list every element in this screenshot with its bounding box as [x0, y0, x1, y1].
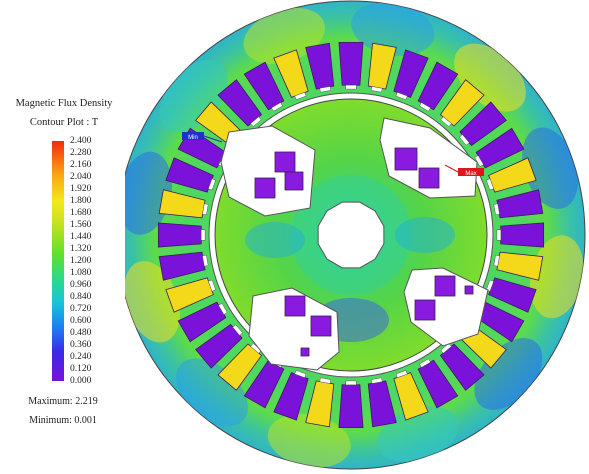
color-scale-tick: 2.280: [70, 148, 92, 158]
slot-opening: [474, 155, 484, 167]
slot-opening: [493, 203, 500, 216]
color-scale-tick: 0.960: [70, 280, 92, 290]
slot-opening: [370, 86, 383, 93]
color-scale-tick: 1.800: [70, 196, 92, 206]
rotor: [214, 98, 489, 372]
slot-opening: [370, 377, 383, 384]
slot-opening: [207, 279, 216, 292]
slot-opening: [486, 178, 495, 191]
permanent-magnet: [300, 347, 310, 357]
permanent-magnet: [434, 275, 456, 297]
rotor-pole-barrier: [379, 117, 478, 199]
slot-opening: [202, 254, 209, 267]
slot-opening: [419, 102, 431, 112]
color-scale-tick: 0.480: [70, 328, 92, 338]
permanent-magnet: [394, 147, 418, 171]
slot-opening: [218, 303, 228, 315]
stator-winding-block: [338, 384, 364, 429]
rotor-pole-barrier: [248, 287, 340, 371]
slot-opening: [232, 324, 243, 336]
flux-region: [125, 151, 172, 235]
slot-opening: [250, 343, 262, 354]
maximum-value: Maximum: 2.219: [28, 396, 98, 407]
slot-opening: [202, 203, 209, 216]
color-scale-tick: 0.000: [70, 376, 92, 386]
slot-opening: [319, 86, 332, 93]
flux-region: [243, 7, 325, 64]
slot-opening: [486, 279, 495, 292]
legend-title-line1: Magnetic Flux Density: [15, 98, 113, 109]
color-scale-tick: 1.080: [70, 268, 92, 278]
permanent-magnet: [418, 167, 440, 189]
flux-region: [377, 406, 459, 463]
flux-region: [522, 127, 579, 209]
slot-opening: [419, 358, 431, 368]
slot-opening: [440, 343, 452, 354]
color-scale-tick: 0.120: [70, 364, 92, 374]
minimum-value: Minimum: 0.001: [29, 415, 97, 426]
slot-opening: [440, 116, 452, 127]
color-scale-tick: 1.680: [70, 208, 92, 218]
flux-region: [125, 261, 180, 343]
color-scale-tick: 1.200: [70, 256, 92, 266]
flux-region: [530, 235, 584, 319]
slot-opening: [345, 380, 357, 386]
flux-region: [267, 414, 351, 468]
plot-statistics: Maximum: 2.219 Minimum: 0.001: [0, 392, 126, 430]
flux-region: [395, 217, 455, 253]
flux-region: [245, 222, 305, 258]
flux-density-plot: Min Max: [125, 0, 586, 470]
flux-region: [351, 2, 435, 56]
slot-opening: [271, 102, 283, 112]
permanent-magnet: [284, 295, 306, 317]
permanent-magnet: [284, 171, 304, 191]
slot-opening: [200, 229, 206, 241]
max-marker: Max: [444, 164, 484, 177]
slot-opening: [493, 254, 500, 267]
slot-opening: [294, 91, 307, 100]
min-marker: Min: [182, 132, 223, 143]
color-scale-tick: 2.160: [70, 160, 92, 170]
color-scale-tick: 0.240: [70, 352, 92, 362]
slot-opening: [345, 84, 357, 90]
color-scale-tick: 1.440: [70, 232, 92, 242]
color-scale-tick: 1.920: [70, 184, 92, 194]
color-scale-tick: 2.040: [70, 172, 92, 182]
color-scale-tick: 1.560: [70, 220, 92, 230]
slot-opening: [395, 370, 408, 379]
slot-opening: [250, 116, 262, 127]
color-scale-tick: 2.400: [70, 136, 92, 146]
slot-opening: [207, 178, 216, 191]
slot-opening: [294, 370, 307, 379]
color-scale-tick: 0.360: [70, 340, 92, 350]
rotor-shaft: [317, 201, 385, 269]
stator-winding-block: [338, 41, 364, 86]
slot-opening: [319, 377, 332, 384]
permanent-magnet: [274, 151, 296, 173]
permanent-magnet: [464, 285, 474, 295]
stator-winding-block: [500, 222, 545, 248]
stator-winding-block: [157, 222, 202, 248]
color-scale-tick: 0.840: [70, 292, 92, 302]
color-scale-tick: 0.600: [70, 316, 92, 326]
color-scale-tick: 1.320: [70, 244, 92, 254]
permanent-magnet: [310, 315, 332, 337]
permanent-magnet: [254, 177, 276, 199]
rotor-pole-barrier: [220, 125, 316, 217]
legend-title: Magnetic Flux Density Contour Plot : T: [2, 94, 126, 132]
max-marker-label: Max: [465, 171, 476, 177]
slot-opening: [496, 229, 502, 241]
min-marker-label: Min: [188, 135, 198, 141]
color-scale-bar: [52, 141, 64, 381]
color-scale-tick: 0.720: [70, 304, 92, 314]
permanent-magnet: [414, 299, 436, 321]
legend-title-line2: Contour Plot : T: [29, 117, 99, 128]
slot-opening: [459, 134, 470, 146]
slot-opening: [395, 91, 408, 100]
